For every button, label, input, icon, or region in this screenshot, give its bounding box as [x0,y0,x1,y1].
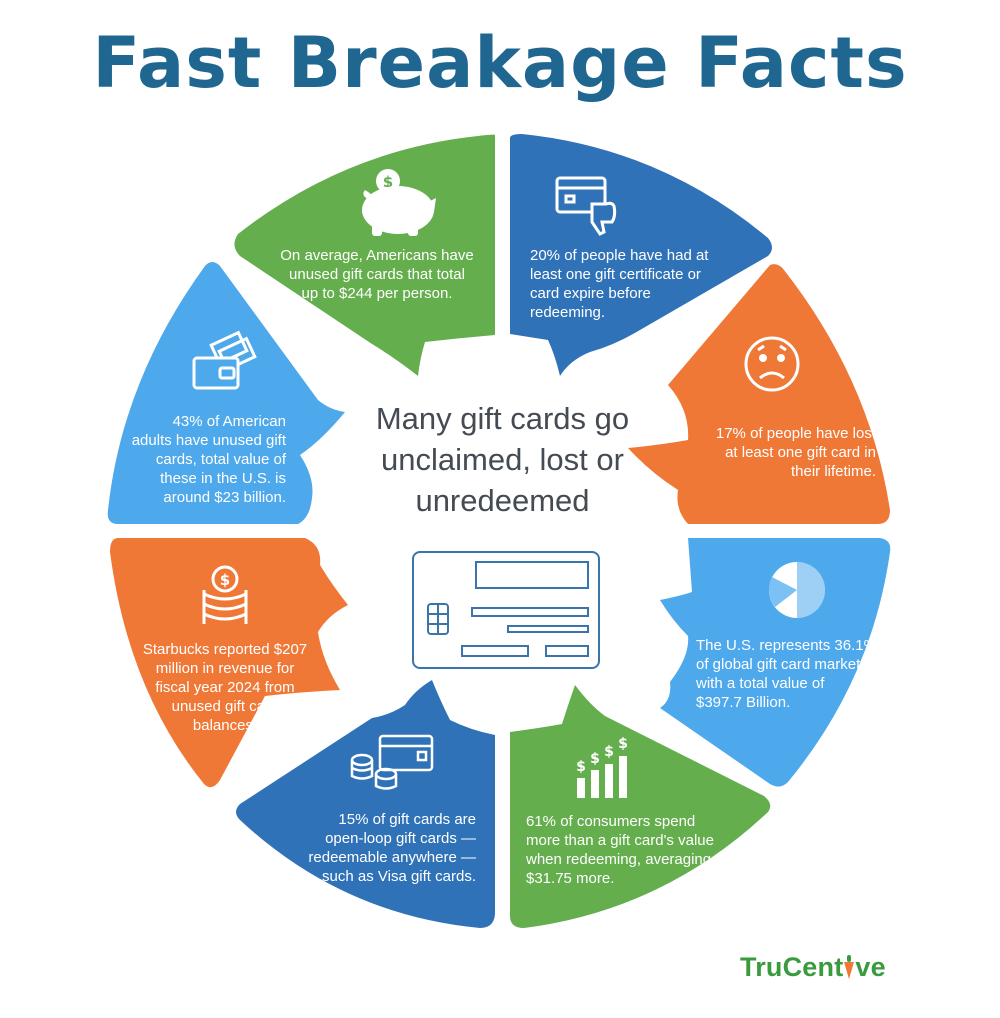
fact-line: On average, Americans have [280,247,474,264]
money-growth-icon: $ $ $ $ [576,736,628,798]
fact-line: up to $244 per person. [301,285,453,302]
segment-us-share [660,538,891,787]
svg-text:$: $ [383,173,393,191]
fact-line: unused gift card [171,698,279,715]
card-thumbs-down-icon [555,176,617,236]
fact-line: 43% of American [172,413,286,430]
fact-line: $31.75 more. [526,870,615,887]
coins-and-card-icon [350,734,434,790]
fact-line: when redeeming, averaging [526,851,712,868]
segment-wallet [107,262,345,524]
fact-line: 15% of gift cards are [338,811,476,828]
fact-line: more than a gift card's value [526,832,714,849]
fact-line: unused gift cards that total [289,266,465,283]
piggy-bank-icon: $ [362,169,436,236]
carrot-i-icon [843,955,855,979]
svg-text:$: $ [590,751,600,767]
credit-card-illustration [412,551,600,669]
fact-piggy-text: On average, Americans have unused gift c… [262,246,492,303]
svg-text:$: $ [220,571,230,589]
sad-face-icon [744,336,800,392]
fact-line: of global gift card market, [696,656,865,673]
fact-line: Starbucks reported $207 [142,641,308,658]
pie-chart-icon [768,562,825,618]
fact-line: redeemable anywhere — [308,849,476,866]
fact-line: open-loop gift cards — [325,830,476,847]
fact-line: least one gift certificate or [530,266,701,283]
wallet-cash-icon [192,330,257,390]
fact-line: 20% of people have had at [530,247,709,264]
center-line-1: Many gift cards go [375,401,630,436]
fact-line: The U.S. represents 36.1% [696,637,877,654]
coin-stack-icon: $ [202,565,248,624]
fact-lost-text: 17% of people have lost at least one gif… [680,424,876,481]
fact-us-share-text: The U.S. represents 36.1% of global gift… [696,636,886,712]
fact-line: cards, total value of [155,451,286,468]
fact-line: at least one gift card in [725,444,876,461]
segment-starbucks [110,538,348,788]
logo-text-end: ve [855,952,886,982]
svg-text:$: $ [604,744,614,760]
logo-text-start: TruCent [740,952,844,982]
fact-line: 17% of people have lost [715,425,876,442]
fact-line: such as Visa gift cards. [322,868,476,885]
fact-line: 61% of consumers spend [526,813,696,830]
center-message: Many gift cards go unclaimed, lost or un… [330,398,675,521]
segment-overspend [510,685,771,928]
fact-line: $397.7 Billion. [696,694,791,711]
segment-open-loop [236,680,495,928]
fact-line: their lifetime. [790,463,876,480]
fact-line: fiscal year 2024 from [155,679,295,696]
fact-overspend-text: 61% of consumers spend more than a gift … [526,812,756,888]
svg-text:$: $ [576,759,586,775]
center-line-3: unredeemed [415,483,590,518]
fact-line: redeeming. [530,304,606,321]
fact-line: adults have unused gift [131,432,286,449]
segment-piggy [234,134,495,376]
fact-wallet-text: 43% of American adults have unused gift … [116,412,286,507]
fact-line: million in revenue for [155,660,295,677]
fact-line: balances. [192,717,258,734]
fact-starbucks-text: Starbucks reported $207 million in reven… [130,640,320,735]
page-title: Fast Breakage Facts [92,22,908,104]
segment-lost [628,264,890,524]
svg-text:$: $ [618,736,628,752]
center-line-2: unclaimed, lost or [381,442,624,477]
trucentive-logo: TruCent ve [740,952,886,983]
fact-card-expire-text: 20% of people have had at least one gift… [530,246,750,322]
fact-line: around $23 billion. [163,489,286,506]
fact-line: with a total value of [696,675,825,692]
fact-line: these in the U.S. is [160,470,286,487]
fact-open-loop-text: 15% of gift cards are open-loop gift car… [280,810,476,886]
fact-line: card expire before [530,285,651,302]
